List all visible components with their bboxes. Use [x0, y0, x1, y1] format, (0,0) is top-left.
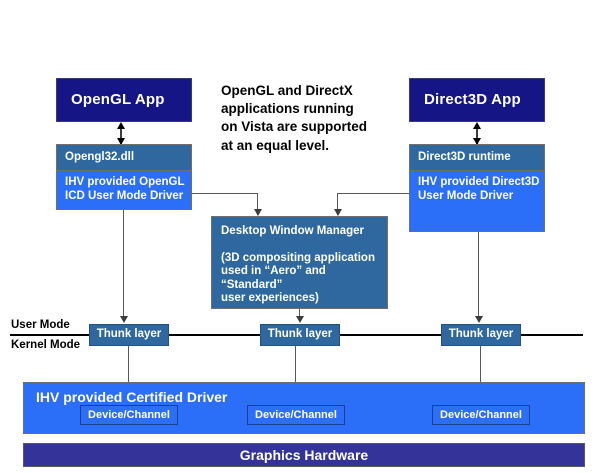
- device-channel-2-label: Device/Channel: [255, 409, 337, 421]
- direct3d-to-dwm-arrowhead: [334, 209, 342, 216]
- opengl-app-arrowhead-up: [117, 122, 125, 129]
- kernel-mode-label: Kernel Mode: [11, 339, 81, 351]
- dwm-to-thunk-arrowhead: [296, 316, 304, 323]
- opengl-to-thunk-arrowhead: [120, 316, 128, 323]
- thunk-layer-opengl-label: Thunk layer: [96, 328, 162, 341]
- dwm-description-line-2: used in “Aero” and “Standard”: [221, 265, 326, 291]
- direct3d-to-thunk-vertical: [478, 232, 479, 320]
- device-channel-1-label: Device/Channel: [88, 409, 170, 421]
- certified-driver-title: IHV provided Certified Driver: [36, 389, 228, 405]
- caption-text: OpenGL and DirectX applications running …: [221, 82, 401, 155]
- dwm-description-line-3: user experiences): [221, 292, 319, 305]
- thunk-layer-opengl: Thunk layer: [89, 324, 169, 346]
- direct3d-app-runtime-connector: [476, 124, 478, 144]
- thunk-layer-direct3d-label: Thunk layer: [448, 328, 514, 341]
- dwm-description-line-1: (3D compositing application: [221, 251, 375, 264]
- dwm-title: Desktop Window Manager: [221, 225, 365, 237]
- device-channel-3-label: Device/Channel: [440, 409, 522, 421]
- opengl-icd-line-2: ICD User Mode Driver: [65, 189, 184, 202]
- caption-line-2: applications running: [221, 101, 354, 117]
- caption-line-3: on Vista are supported: [221, 119, 368, 135]
- thunk-layer-dwm-label: Thunk layer: [267, 328, 333, 341]
- opengl-to-thunk-vertical: [123, 210, 124, 320]
- direct3d-app-arrowhead-up: [473, 122, 481, 129]
- direct3d-user-mode-driver-box: IHV provided Direct3D User Mode Driver: [409, 170, 545, 232]
- graphics-hardware-label: Graphics Hardware: [239, 446, 369, 463]
- opengl-app-runtime-connector: [120, 124, 122, 144]
- thunk-layer-direct3d: Thunk layer: [441, 324, 521, 346]
- opengl32-dll-box: Opengl32.dll: [56, 144, 192, 170]
- opengl-icd-user-mode-driver-box: IHV provided OpenGL ICD User Mode Driver: [56, 170, 192, 210]
- thunk-dwm-to-device-vertical: [295, 346, 296, 409]
- dwm-to-thunk-vertical: [299, 309, 300, 320]
- direct3d-runtime-label: Direct3D runtime: [418, 150, 511, 163]
- direct3d-to-dwm-horizontal: [337, 193, 409, 194]
- direct3d-umd-line-2: User Mode Driver: [418, 189, 514, 202]
- opengl-to-dwm-horizontal: [192, 193, 258, 194]
- opengl-app-box: OpenGL App: [56, 78, 192, 122]
- caption-line-4: at an equal level.: [221, 137, 330, 153]
- direct3d-to-thunk-arrowhead: [475, 316, 483, 323]
- opengl-to-dwm-arrowhead: [254, 209, 262, 216]
- direct3d-umd-line-1: IHV provided Direct3D: [418, 176, 540, 188]
- direct3d-app-arrowhead-down: [473, 138, 481, 145]
- device-channel-1: Device/Channel: [80, 405, 178, 425]
- direct3d-to-dwm-vertical: [337, 193, 338, 215]
- opengl32-dll-label: Opengl32.dll: [65, 150, 135, 163]
- graphics-hardware-box: Graphics Hardware: [23, 443, 585, 467]
- device-channel-2: Device/Channel: [247, 405, 345, 425]
- opengl-app-label: OpenGL App: [71, 91, 165, 109]
- direct3d-app-box: Direct3D App: [409, 78, 545, 122]
- opengl-to-dwm-vertical: [257, 193, 258, 215]
- direct3d-runtime-box: Direct3D runtime: [409, 144, 545, 170]
- device-channel-3: Device/Channel: [432, 405, 530, 425]
- opengl-icd-line-1: IHV provided OpenGL: [65, 176, 185, 188]
- thunk-direct3d-to-device-vertical: [480, 346, 481, 409]
- desktop-window-manager-box: Desktop Window Manager (3D compositing a…: [211, 216, 388, 309]
- direct3d-app-label: Direct3D App: [424, 91, 521, 109]
- user-mode-label: User Mode: [11, 319, 70, 331]
- opengl-app-arrowhead-down: [117, 138, 125, 145]
- thunk-opengl-to-device-vertical: [128, 346, 129, 409]
- caption-line-1: OpenGL and DirectX: [221, 83, 353, 98]
- thunk-layer-dwm: Thunk layer: [260, 324, 340, 346]
